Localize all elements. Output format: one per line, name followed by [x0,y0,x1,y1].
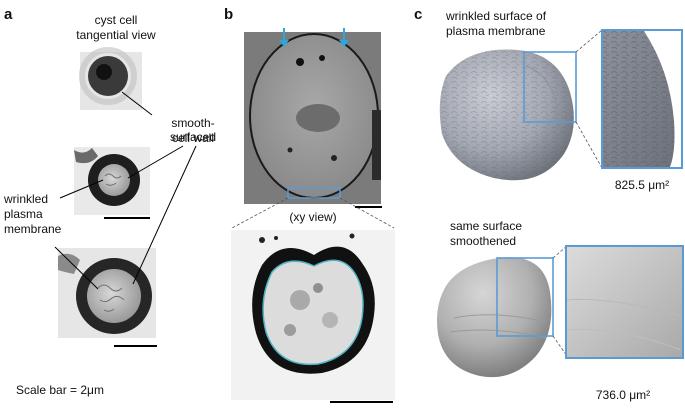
panel-label-a: a [4,6,13,23]
em-cyst-bottom-image [58,248,156,338]
cell-wall-label-line1: smooth-surfaced [169,116,217,144]
tangential-view-title-line1: cyst cell [94,13,138,27]
smooth-surface-label-line2: smoothened [450,234,517,248]
annotation-leaders-a [54,91,197,290]
em-full-cell-image [244,32,381,204]
surface-smooth-zoom [565,245,684,359]
smooth-surface-label-line1: same surface [450,219,523,233]
wrinkled-surface-label-line2: plasma membrane [446,24,546,38]
smooth-surface-area: 736.0 μm² [595,388,651,402]
panel-label-b: b [224,6,234,23]
zoom-connector-bottom [552,245,568,357]
highlight-box-top [523,51,577,123]
plasma-membrane-label-line3: membrane [4,222,62,236]
em-xy-view-image [231,230,395,400]
surface-wrinkled-render [439,49,574,181]
plasma-membrane-label-line1: wrinkled [4,192,49,206]
arrow-markers [279,28,349,47]
xy-view-label: (xy view) [289,210,337,224]
zoom-connector-b [231,197,395,229]
surface-smooth-render [437,257,552,378]
surface-wrinkled-zoom [601,29,683,169]
em-tangential-image [79,47,142,110]
highlight-box-bottom [496,257,554,337]
em-cyst-middle-image [74,147,150,215]
wrinkled-surface-label-line1: wrinkled surface of [446,9,547,23]
scale-bar-note: Scale bar = 2μm [16,383,104,397]
tangential-view-title-line2: tangential view [76,28,156,42]
plasma-membrane-label-line2: plasma [4,207,43,221]
cell-wall-label-line2: cell wall [171,131,214,145]
zoom-connector-top [575,29,603,169]
wrinkled-surface-area: 825.5 μm² [614,178,670,192]
highlight-box-b [287,187,341,199]
panel-label-c: c [414,6,423,23]
